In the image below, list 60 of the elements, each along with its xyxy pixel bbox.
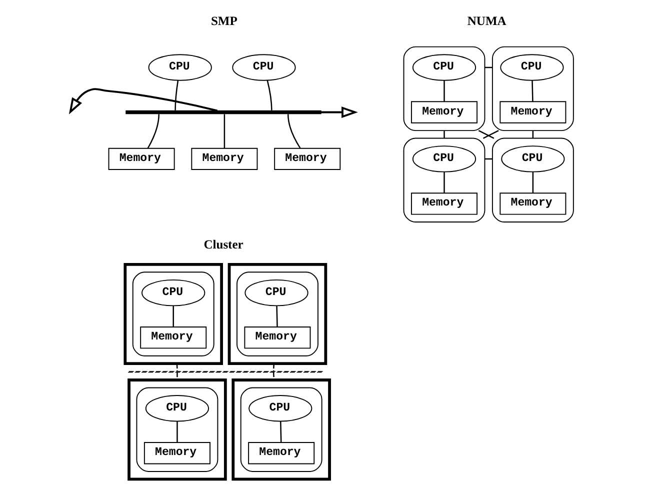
- node-box: Memory: [108, 148, 174, 170]
- cluster: [240, 387, 322, 472]
- node-box: Memory: [274, 148, 340, 170]
- connector: [532, 172, 534, 193]
- cluster: [491, 138, 574, 222]
- node-box: Memory: [190, 148, 258, 170]
- connector: [223, 114, 225, 148]
- connector: [272, 372, 274, 380]
- connector: [172, 306, 174, 327]
- node-ellipse: CPU: [148, 54, 212, 81]
- node-box: Memory: [410, 192, 478, 215]
- node-bar: [127, 370, 323, 373]
- node-ellipse: CPU: [248, 395, 312, 422]
- cluster: [491, 46, 574, 132]
- connector: [482, 130, 498, 139]
- node-box: Memory: [244, 326, 310, 349]
- cluster: [227, 263, 327, 366]
- connector: [176, 422, 178, 442]
- node-ellipse: CPU: [141, 279, 205, 306]
- node-ellipse: CPU: [500, 54, 564, 81]
- arrow: [320, 106, 358, 118]
- arrow: [68, 88, 218, 114]
- label: SMP: [210, 14, 237, 28]
- node-ellipse: CPU: [500, 146, 564, 172]
- label: Cluster: [203, 237, 243, 252]
- connector: [276, 306, 278, 327]
- cluster: [123, 263, 222, 366]
- node-bar: [125, 110, 321, 114]
- connector: [176, 364, 178, 372]
- node-box: Memory: [248, 442, 314, 464]
- node-box: Memory: [143, 442, 210, 464]
- connector: [280, 422, 282, 442]
- cluster: [402, 138, 485, 222]
- node-ellipse: CPU: [144, 395, 209, 422]
- cluster: [231, 378, 330, 481]
- connector: [266, 80, 272, 110]
- cluster: [236, 272, 318, 356]
- connector: [272, 364, 274, 372]
- node-ellipse: CPU: [412, 146, 476, 172]
- node-box: Memory: [410, 101, 478, 124]
- connector: [176, 372, 178, 380]
- label: NUMA: [466, 14, 506, 28]
- node-ellipse: CPU: [232, 54, 296, 81]
- connector: [174, 80, 178, 110]
- node-ellipse: CPU: [412, 54, 476, 81]
- node-box: Memory: [499, 192, 566, 215]
- connector: [478, 130, 494, 139]
- connector: [443, 80, 444, 102]
- connector: [443, 172, 444, 193]
- cluster: [402, 46, 485, 132]
- connector: [531, 80, 533, 102]
- node-ellipse: CPU: [244, 279, 308, 306]
- cluster: [127, 378, 226, 481]
- connector: [286, 114, 300, 148]
- node-box: Memory: [499, 101, 566, 124]
- node-box: Memory: [140, 326, 206, 349]
- cluster: [132, 272, 214, 356]
- connector: [146, 114, 160, 149]
- cluster: [136, 387, 218, 472]
- connector: [443, 130, 444, 138]
